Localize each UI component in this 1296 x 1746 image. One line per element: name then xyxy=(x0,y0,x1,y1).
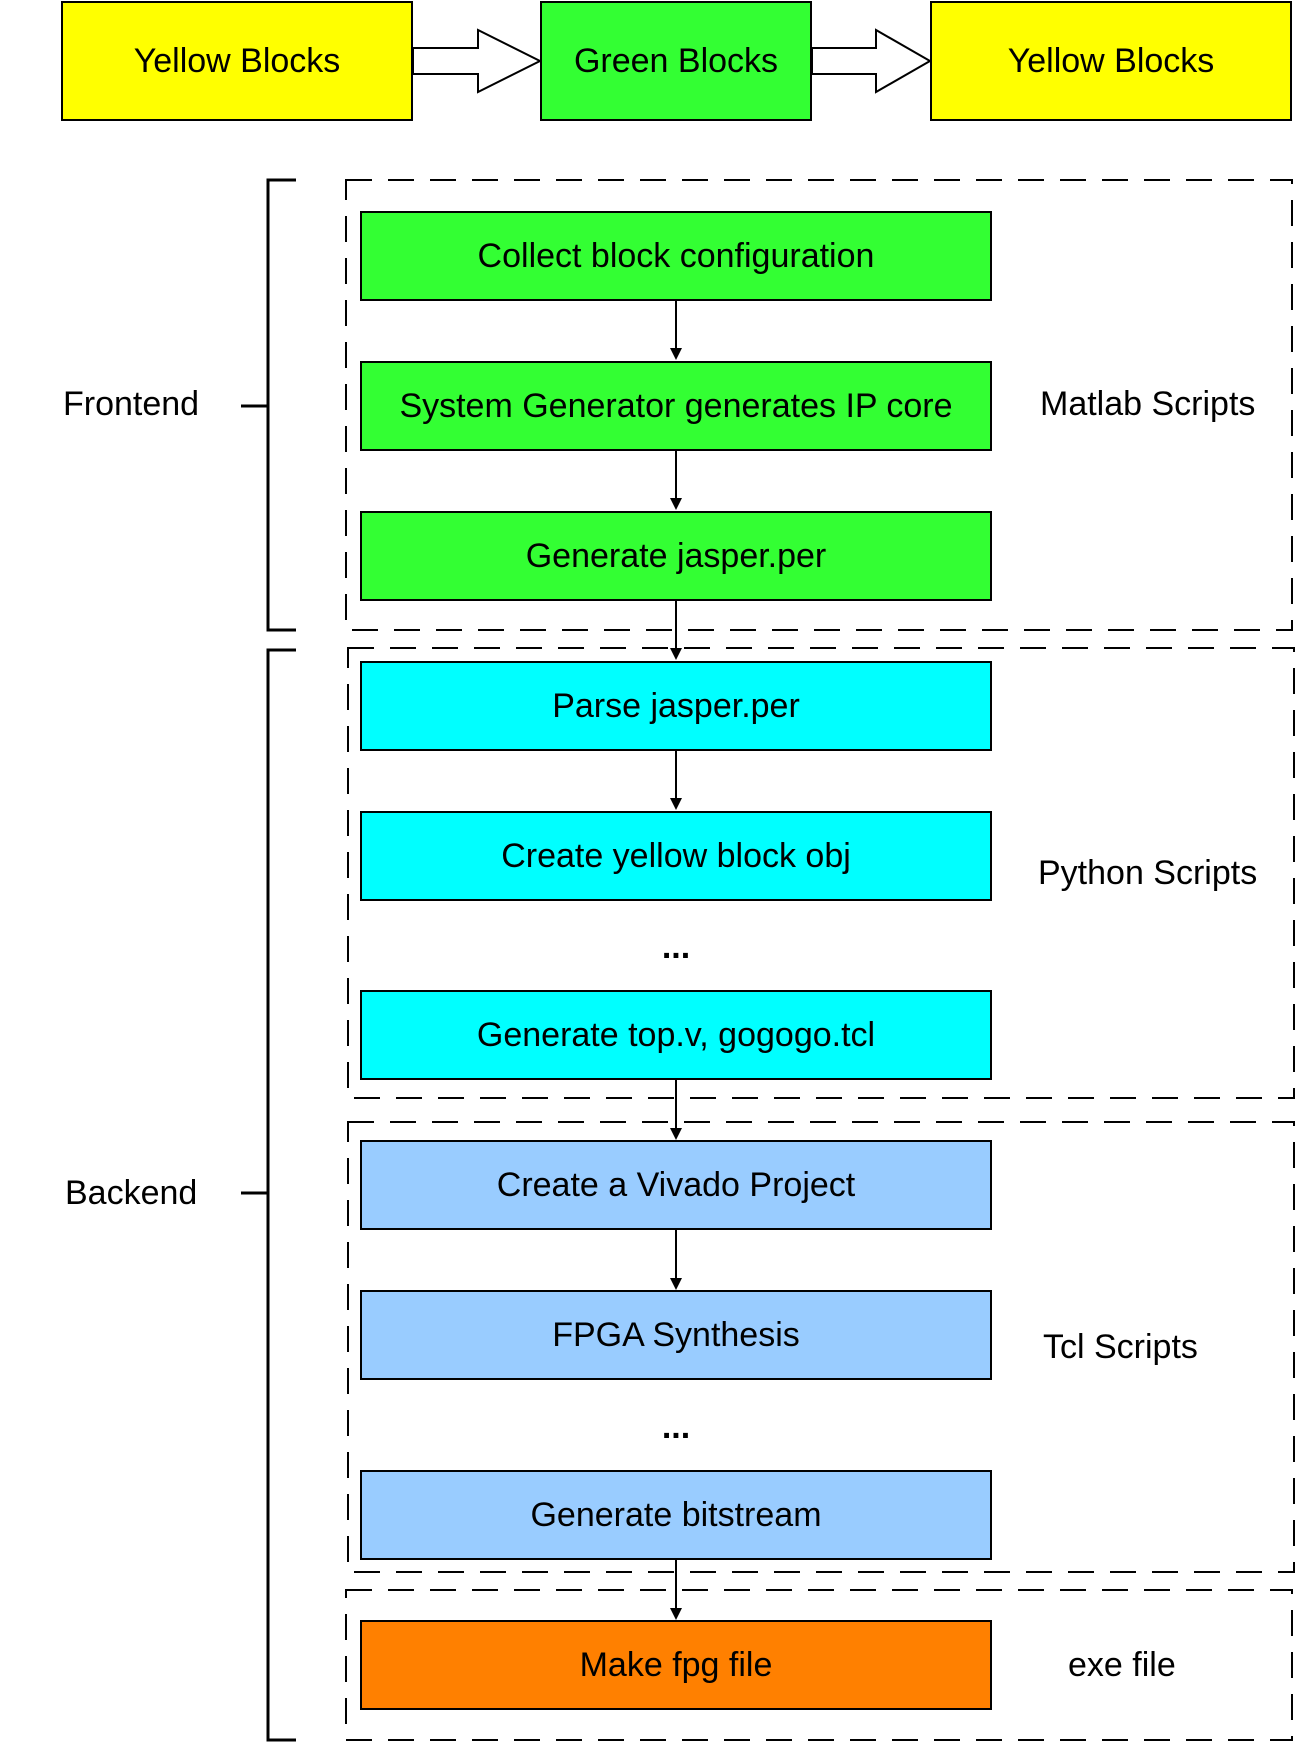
step-collect-block-configuration: Collect block configuration xyxy=(360,211,992,301)
step-label: FPGA Synthesis xyxy=(552,1315,800,1354)
step-sysgen-ip-core: System Generator generates IP core xyxy=(360,361,992,451)
step-label: Generate bitstream xyxy=(530,1495,822,1534)
top-arrow-2 xyxy=(811,28,933,94)
step-label: Collect block configuration xyxy=(477,236,875,275)
top-arrow-1 xyxy=(412,28,543,94)
matlab-scripts-label: Matlab Scripts xyxy=(1040,385,1256,423)
top-block-green: Green Blocks xyxy=(540,1,812,121)
step-label: System Generator generates IP core xyxy=(399,386,953,425)
top-block-yellow-1: Yellow Blocks xyxy=(61,1,413,121)
frontend-bracket xyxy=(241,178,296,632)
top-block-green-label: Green Blocks xyxy=(573,41,779,80)
step-label: Make fpg file xyxy=(579,1645,773,1684)
python-scripts-label: Python Scripts xyxy=(1038,854,1258,892)
step-create-yellow-block-obj: Create yellow block obj xyxy=(360,811,992,901)
step-label: Generate top.v, gogogo.tcl xyxy=(476,1015,876,1054)
python-ellipsis: ... xyxy=(661,928,691,966)
tcl-scripts-label: Tcl Scripts xyxy=(1043,1328,1198,1366)
step-label: Create a Vivado Project xyxy=(496,1165,856,1204)
step-label: Generate jasper.per xyxy=(525,536,827,575)
frontend-label: Frontend xyxy=(63,385,200,423)
step-parse-jasper-per: Parse jasper.per xyxy=(360,661,992,751)
step-generate-bitstream: Generate bitstream xyxy=(360,1470,992,1560)
top-block-yellow-1-label: Yellow Blocks xyxy=(133,41,341,80)
step-fpga-synthesis: FPGA Synthesis xyxy=(360,1290,992,1380)
step-create-vivado-project: Create a Vivado Project xyxy=(360,1140,992,1230)
step-generate-jasper-per: Generate jasper.per xyxy=(360,511,992,601)
step-make-fpg-file: Make fpg file xyxy=(360,1620,992,1710)
top-block-yellow-2-label: Yellow Blocks xyxy=(1007,41,1215,80)
exe-file-label: exe file xyxy=(1068,1646,1176,1684)
tcl-ellipsis: ... xyxy=(661,1408,691,1446)
step-generate-top-v-gogogo-tcl: Generate top.v, gogogo.tcl xyxy=(360,990,992,1080)
top-block-yellow-2: Yellow Blocks xyxy=(930,1,1292,121)
backend-bracket xyxy=(241,648,296,1742)
step-label: Create yellow block obj xyxy=(501,836,851,875)
step-label: Parse jasper.per xyxy=(552,686,800,725)
backend-label: Backend xyxy=(65,1174,198,1212)
